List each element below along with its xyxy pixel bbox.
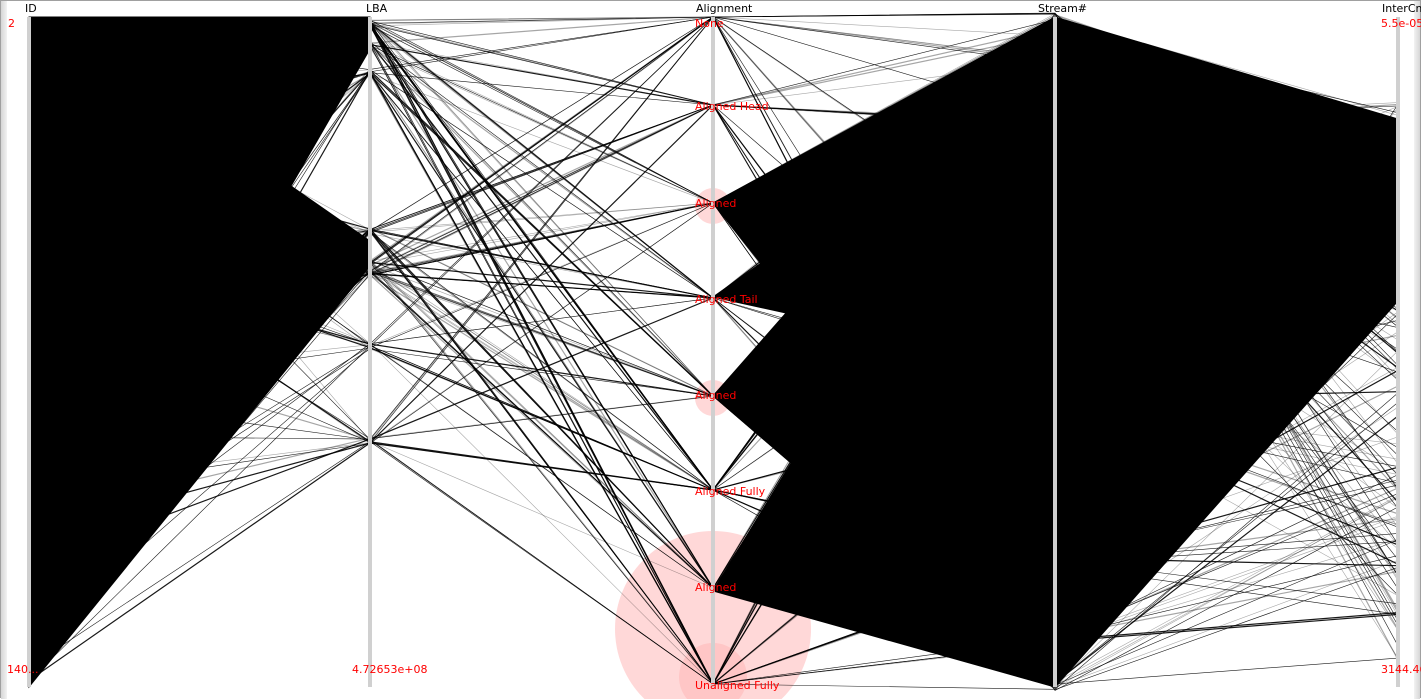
axis-title: Stream# [1038, 2, 1087, 15]
axis-title: ID [25, 2, 37, 15]
right-scroll-gutter [1414, 1, 1420, 699]
category-label: Aligned Fully [695, 485, 766, 498]
category-label: Aligned Tail [695, 293, 758, 306]
axis-title: Alignment [696, 2, 753, 15]
axis-min-label: 4.72653e+08 [352, 663, 427, 676]
axis-max-label: 5.5e-05 [1381, 17, 1421, 30]
category-label: Aligned [695, 389, 736, 402]
axis-title: InterCmd [1382, 2, 1421, 15]
category-label: Unaligned Fully [695, 679, 780, 692]
axis-min-label: 140... [7, 663, 39, 676]
left-scroll-gutter [1, 1, 7, 699]
axis-max-label: 2 [8, 17, 15, 30]
category-label: Aligned [695, 581, 736, 594]
category-label: Aligned [695, 197, 736, 210]
labels: ID LBA Alignment Stream# InterCmd 2 140... 4.72… [7, 2, 1421, 692]
axis-min-label: 3144.46 [1381, 663, 1421, 676]
axis-title: LBA [366, 2, 388, 15]
axes[interactable] [27, 17, 1400, 687]
category-label: None [695, 17, 724, 30]
category-label: Aligned Head [695, 100, 769, 113]
